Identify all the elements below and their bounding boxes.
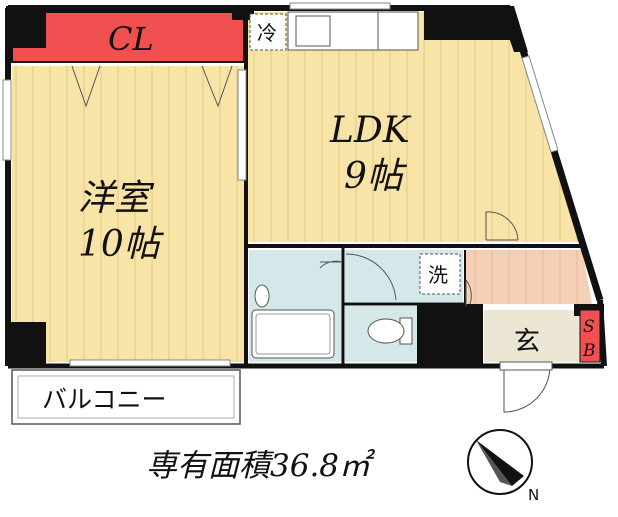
windows [2, 2, 559, 367]
washroom-door [345, 253, 397, 301]
shoebox-label-b: B [582, 341, 596, 361]
toilet-door [465, 278, 472, 306]
bathtub [251, 309, 335, 359]
balcony-label: バルコニー [42, 385, 167, 414]
ldk-size: 9帖 [344, 156, 408, 197]
shoebox [579, 309, 601, 363]
sink [295, 15, 331, 47]
compass: N [467, 429, 539, 504]
shower [254, 284, 270, 308]
compass-north-label: N [528, 486, 539, 504]
fridge-label: 冷 [257, 21, 277, 45]
wall-corner-ne [498, 6, 528, 52]
closet-door-right [201, 65, 233, 108]
balcony [11, 369, 241, 425]
entrance-floor [484, 310, 580, 362]
closet-door-left [71, 65, 101, 108]
area-label: 専有面積36.8㎡ [146, 448, 376, 484]
compass-needle-icon [476, 440, 524, 486]
ldk-floor [246, 12, 580, 242]
western-room-floor [12, 66, 244, 362]
washer-space [419, 253, 461, 295]
western-room-name: 洋室 [78, 178, 155, 219]
ldk-name: LDK [329, 110, 412, 151]
western-room-size: 10帖 [78, 224, 165, 265]
wall-block-sw [6, 322, 46, 366]
fridge-space [249, 13, 287, 51]
closet-corner-wall [6, 6, 46, 48]
closet-label: CL [108, 20, 154, 58]
wall-block-toilet [417, 304, 483, 366]
shoebox-label-s: S [583, 317, 595, 337]
ldk-door [485, 211, 519, 241]
wall-block-ldk [424, 6, 510, 40]
front-door [503, 365, 551, 413]
washer-label: 洗 [428, 263, 448, 287]
entrance-label: 玄 [514, 327, 540, 357]
hall-floor [465, 250, 592, 304]
bath-door [319, 260, 343, 269]
wall-block-top [232, 6, 254, 20]
toilet-bowl [367, 318, 405, 344]
